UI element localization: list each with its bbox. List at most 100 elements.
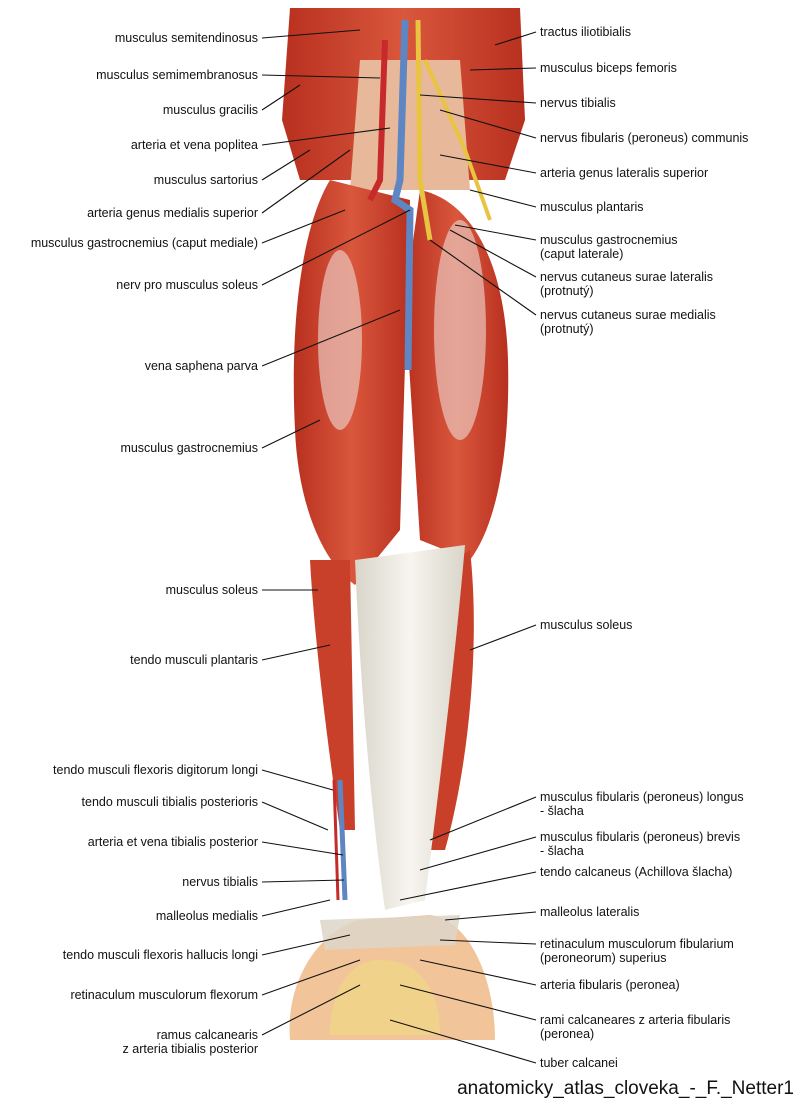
label-text: malleolus medialis xyxy=(155,909,258,923)
label-text: musculus gastrocnemius xyxy=(120,441,258,455)
soleus-lateral xyxy=(430,550,474,850)
leader-tuber xyxy=(389,1019,537,1064)
label-text: rami calcaneares z arteria fibularis xyxy=(540,1013,731,1027)
label-nervus-tib-left: nervus tibialis xyxy=(182,875,258,889)
label-rami-calc: rami calcaneares z arteria fibularis(per… xyxy=(540,1013,730,1041)
label-text: tendo musculi plantaris xyxy=(130,653,258,667)
leader-flexor-dig xyxy=(261,769,334,791)
label-retin-fib: retinaculum musculorum fibularium(perone… xyxy=(540,937,734,965)
label-text: musculus fibularis (peroneus) longus xyxy=(540,790,744,804)
label-text: arteria genus medialis superior xyxy=(87,206,258,220)
label-text: nervus fibularis (peroneus) communis xyxy=(540,131,749,145)
artery-poplitea xyxy=(367,39,388,202)
leader-retin-fib xyxy=(439,939,537,945)
leader-gastro-mediale xyxy=(261,209,346,244)
leader-semimembranosus xyxy=(261,74,381,79)
leader-cut-med xyxy=(429,239,537,316)
label-retin-flex: retinaculum musculorum flexorum xyxy=(70,988,258,1002)
leader-gracilis xyxy=(261,84,301,111)
leader-iliotibialis xyxy=(494,31,537,46)
label-text: musculus gracilis xyxy=(162,103,258,117)
label-tuber: tuber calcanei xyxy=(540,1056,618,1070)
leader-semitendinosus xyxy=(261,29,361,39)
leader-cut-lat xyxy=(449,229,537,278)
label-poplitea: arteria et vena poplitea xyxy=(131,138,258,152)
leader-plantaris xyxy=(469,189,537,208)
leader-biceps xyxy=(469,67,537,71)
gastro-sheen-medial xyxy=(318,250,362,430)
label-art-tib-post: arteria et vena tibialis posterior xyxy=(88,835,258,849)
leader-sartorius xyxy=(261,149,311,181)
leader-fib-brevis xyxy=(419,836,537,871)
label-text: musculus biceps femoris xyxy=(540,61,677,75)
label-text-line2: (peronea) xyxy=(540,1027,595,1041)
leader-genus-lateralis xyxy=(439,154,537,174)
label-text: musculus soleus xyxy=(540,618,633,632)
leader-art-fib xyxy=(419,959,537,986)
leader-gastro-laterale xyxy=(454,224,537,241)
label-genus-medialis: arteria genus medialis superior xyxy=(87,206,258,220)
nerve-tibialis xyxy=(415,19,433,241)
label-soleus-right: musculus soleus xyxy=(540,618,632,632)
label-text: malleolus lateralis xyxy=(540,905,640,919)
label-text: nerv pro musculus soleus xyxy=(116,278,258,292)
label-text-line2: (peroneorum) superius xyxy=(540,951,667,965)
label-text: musculus gastrocnemius xyxy=(540,233,678,247)
label-gastrocnemius: musculus gastrocnemius xyxy=(120,441,258,455)
leader-fib-longus xyxy=(429,796,537,841)
label-fib-longus: musculus fibularis (peroneus) longus- šl… xyxy=(540,790,744,818)
label-tib-post: tendo musculi tibialis posterioris xyxy=(82,795,258,809)
label-semitendinosus: musculus semitendinosus xyxy=(115,31,258,45)
label-gastro-mediale: musculus gastrocnemius (caput mediale) xyxy=(31,236,258,250)
leader-nerv-soleus xyxy=(261,209,411,286)
label-text: musculus plantaris xyxy=(540,200,644,214)
label-text: nervus cutaneus surae medialis xyxy=(540,308,716,322)
label-text: ramus calcanearis xyxy=(156,1028,258,1042)
label-flexor-hall: tendo musculi flexoris hallucis longi xyxy=(63,948,258,962)
label-art-fib: arteria fibularis (peronea) xyxy=(540,978,680,992)
label-flexor-dig: tendo musculi flexoris digitorum longi xyxy=(53,763,258,777)
label-text: musculus fibularis (peroneus) brevis xyxy=(540,830,741,844)
label-fibularis-comm: nervus fibularis (peroneus) communis xyxy=(540,131,748,145)
label-sartorius: musculus sartorius xyxy=(154,173,258,187)
label-text: musculus gastrocnemius (caput mediale) xyxy=(30,236,258,250)
label-text: tendo calcaneus (Achillova šlacha) xyxy=(540,865,733,879)
label-soleus-left: musculus soleus xyxy=(166,583,258,597)
leader-retin-flex xyxy=(261,959,361,996)
achilles-tendon xyxy=(355,545,465,910)
label-text: retinaculum musculorum flexorum xyxy=(70,988,258,1002)
label-text: arteria genus lateralis superior xyxy=(540,166,709,180)
label-text: tractus iliotibialis xyxy=(540,25,632,39)
leader-tendo-plantaris xyxy=(261,644,331,661)
leader-achilles xyxy=(399,871,537,901)
label-text: arteria et vena poplitea xyxy=(130,138,258,152)
leader-flexor-hall xyxy=(261,934,351,956)
label-fib-brevis: musculus fibularis (peroneus) brevis- šl… xyxy=(540,830,740,858)
label-text: musculus soleus xyxy=(165,583,258,597)
label-text: arteria et vena tibialis posterior xyxy=(87,835,258,849)
label-text-line2: - šlacha xyxy=(540,804,584,818)
leader-malleolus-lat xyxy=(444,911,537,921)
label-text: musculus semitendinosus xyxy=(114,31,258,45)
label-text: nervus tibialis xyxy=(540,96,616,110)
label-text: tendo musculi flexoris digitorum longi xyxy=(53,763,258,777)
label-text: retinaculum musculorum fibularium xyxy=(540,937,734,951)
leader-genus-medialis xyxy=(261,149,351,214)
label-plantaris: musculus plantaris xyxy=(540,200,644,214)
soleus-medial xyxy=(310,560,355,830)
leader-tib-post xyxy=(261,801,329,831)
calcaneus xyxy=(330,960,440,1035)
leader-nervus-tib-left xyxy=(261,879,345,883)
leader-poplitea xyxy=(261,127,391,146)
leader-fibularis-comm xyxy=(439,109,537,139)
posterior-tibial-vessels xyxy=(337,779,348,901)
label-cut-med: nervus cutaneus surae medialis(protnutý) xyxy=(540,308,716,336)
leader-lines xyxy=(261,29,537,1064)
label-text: nervus tibialis xyxy=(182,875,258,889)
label-achilles: tendo calcaneus (Achillova šlacha) xyxy=(540,865,732,879)
label-gastro-laterale: musculus gastrocnemius(caput laterale) xyxy=(540,233,678,261)
label-text-line2: (protnutý) xyxy=(540,284,594,298)
